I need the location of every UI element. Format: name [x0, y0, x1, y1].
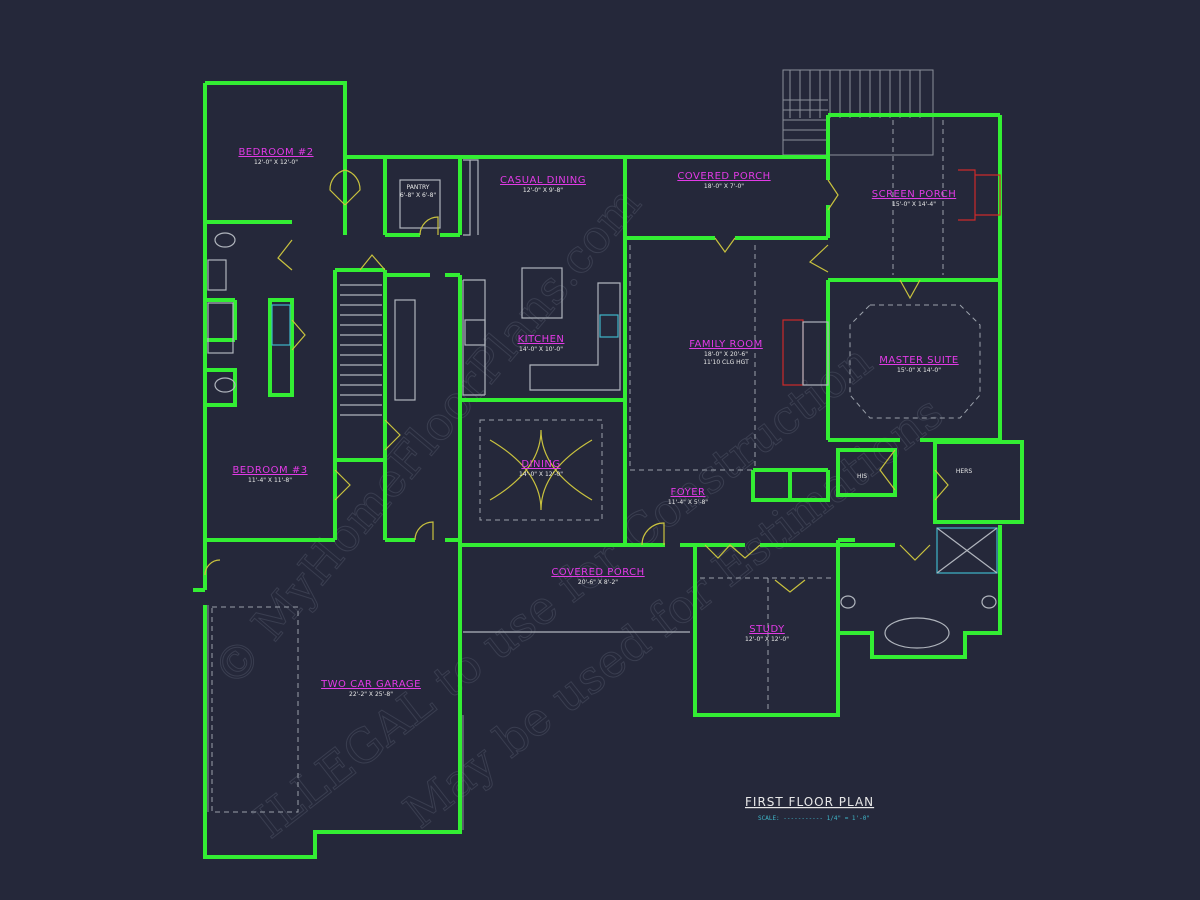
room-bedroom-3-name: BEDROOM #3 — [232, 465, 307, 476]
room-garage-name: TWO CAR GARAGE — [320, 679, 421, 690]
room-master-suite-name: MASTER SUITE — [879, 355, 958, 366]
room-casual-dining-name: CASUAL DINING — [500, 175, 586, 186]
room-pantry-dim: 6'-8" X 6'-8" — [400, 192, 437, 199]
watermark-line-3: May be used for Estimations — [394, 385, 954, 839]
room-his-closet-name: HIS — [857, 473, 867, 480]
room-screen-porch-name: SCREEN PORCH — [872, 189, 956, 200]
room-study-name: STUDY — [749, 624, 785, 635]
room-pantry-name: PANTRY — [407, 184, 430, 191]
title-block: FIRST FLOOR PLAN SCALE: ----------- 1/4"… — [745, 795, 874, 822]
room-covered-porch-front-dim: 20'-6" X 8'-2" — [578, 579, 618, 586]
room-bedroom-2-dim: 12'-0" X 12'-0" — [254, 159, 298, 166]
room-study-dim: 12'-0" X 12'-0" — [745, 636, 789, 643]
room-screen-porch-dim: 15'-0" X 14'-4" — [892, 201, 936, 208]
room-foyer-dim: 11'-4" X 5'-8" — [668, 499, 708, 506]
exterior-stair — [782, 69, 934, 156]
room-family-room-dim: 18'-0" X 20'-6" — [704, 351, 748, 358]
room-covered-porch-top-dim: 18'-0" X 7'-0" — [704, 183, 744, 190]
room-family-room-name: FAMILY ROOM — [689, 339, 763, 350]
room-dining-dim: 14'-0" X 12'-0" — [519, 471, 563, 478]
room-garage-dim: 22'-2" X 25'-8" — [349, 691, 393, 698]
room-bedroom-2-name: BEDROOM #2 — [238, 147, 313, 158]
room-covered-porch-front-name: COVERED PORCH — [551, 567, 644, 578]
interior-details — [207, 120, 1001, 830]
watermark-line-1: © MyHomeFloorPlans.com — [202, 176, 651, 697]
room-foyer-name: FOYER — [671, 487, 706, 498]
room-kitchen-name: KITCHEN — [518, 334, 565, 345]
room-bedroom-3-dim: 11'-4" X 11'-8" — [248, 477, 292, 484]
doors — [204, 169, 949, 593]
room-casual-dining-dim: 12'-0" X 9'-8" — [523, 187, 563, 194]
room-dining-name: DINING — [521, 459, 560, 470]
room-master-suite-dim: 15'-0" X 14'-0" — [897, 367, 941, 374]
room-hers-closet-name: HERS — [956, 468, 972, 475]
room-kitchen-dim: 14'-0" X 10'-0" — [519, 346, 563, 353]
room-family-room-ceiling: 11'10 CLG HGT — [703, 359, 749, 366]
plan-title: FIRST FLOOR PLAN — [745, 795, 874, 809]
room-covered-porch-top-name: COVERED PORCH — [677, 171, 770, 182]
watermark-line-2: ILLEGAL to use for Construction — [244, 333, 882, 848]
room-labels: BEDROOM #2 12'-0" X 12'-0" PANTRY 6'-8" … — [232, 147, 972, 698]
plan-scale: SCALE: ----------- 1/4" = 1'-0" — [758, 815, 870, 822]
watermark: © MyHomeFloorPlans.com ILLEGAL to use fo… — [202, 176, 954, 849]
